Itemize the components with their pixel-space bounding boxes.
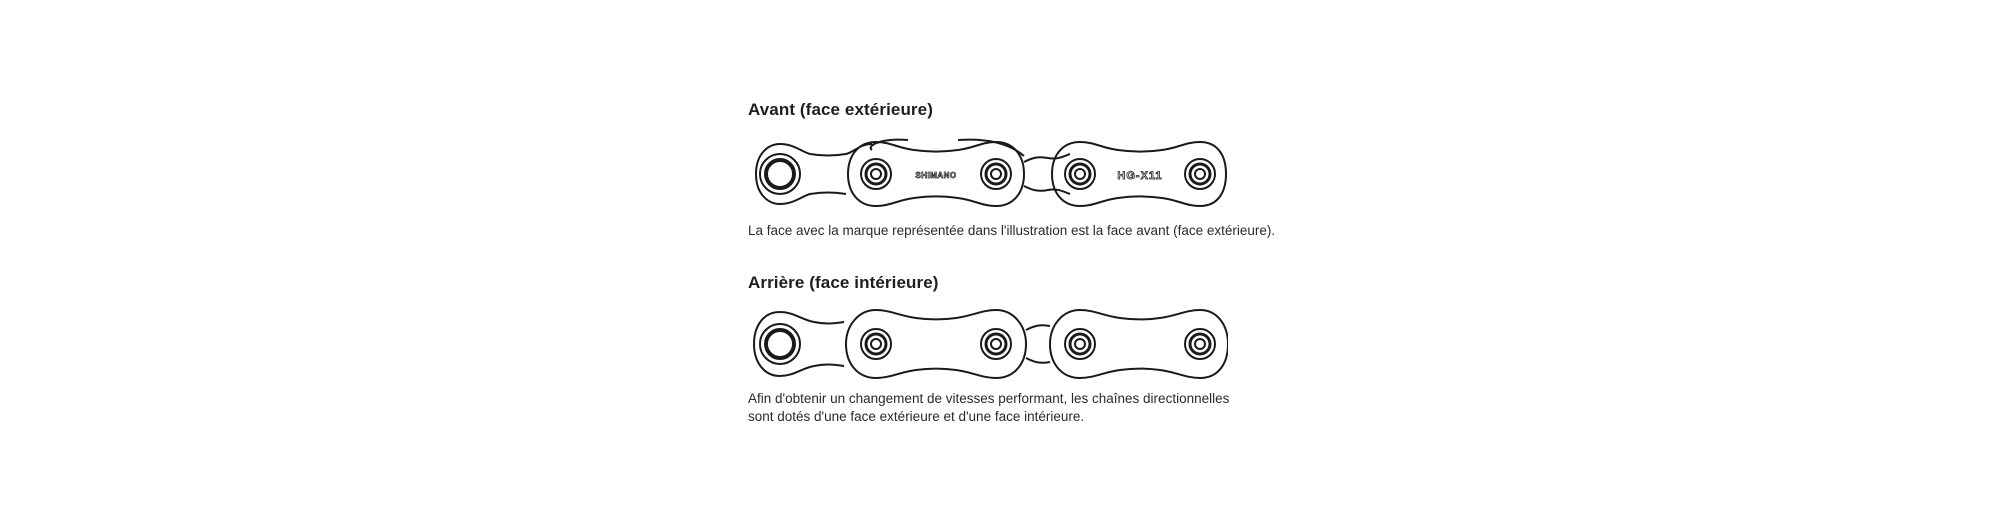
pin-2 bbox=[980, 158, 1012, 190]
back-inner-plate-1 bbox=[844, 308, 1028, 380]
end-roller-inner bbox=[764, 158, 796, 190]
back-chain-outline bbox=[752, 311, 845, 378]
back-caption-line-1: Afin d'obtenir un changement de vitesses… bbox=[748, 391, 1230, 406]
pin-4 bbox=[1184, 158, 1216, 190]
back-pin-4 bbox=[1184, 328, 1216, 360]
shimano-brand-mark: SHIMANO bbox=[915, 171, 956, 180]
back-heading: Arrière (face intérieure) bbox=[748, 273, 939, 292]
back-pin-2 bbox=[980, 328, 1012, 360]
pin-3 bbox=[1064, 158, 1096, 190]
pin-1 bbox=[860, 158, 892, 190]
back-outer-plate-mid-bottom bbox=[1025, 357, 1051, 364]
pin-group-front bbox=[759, 153, 1216, 195]
inner-plate-2 bbox=[1050, 140, 1228, 208]
front-chain-illustration: SHIMANO HG-X11 bbox=[754, 138, 1228, 208]
outer-plate-1-top bbox=[869, 138, 1025, 157]
chain-outline-top bbox=[754, 143, 781, 205]
back-inner-plate-2 bbox=[1048, 308, 1228, 380]
model-mark: HG-X11 bbox=[1117, 170, 1162, 182]
chain-outline-bottom-left bbox=[779, 191, 847, 205]
front-heading: Avant (face extérieure) bbox=[748, 100, 933, 119]
end-roller bbox=[759, 153, 801, 195]
back-outer-plate-mid-top bbox=[1025, 324, 1051, 331]
back-pin-1 bbox=[860, 328, 892, 360]
front-caption: La face avec la marque représentée dans … bbox=[748, 223, 1276, 238]
back-pin-3 bbox=[1064, 328, 1096, 360]
back-chain-illustration bbox=[752, 308, 1228, 380]
back-end-roller bbox=[759, 323, 801, 365]
inner-plate-1 bbox=[846, 140, 1026, 208]
back-caption-line-2: sont dotés d'une face extérieure et d'un… bbox=[748, 409, 1085, 424]
pin-group-back bbox=[759, 323, 1216, 365]
outer-plate bbox=[779, 143, 873, 157]
outer-plate-2-bottom bbox=[1023, 185, 1071, 195]
outer-plate-2-top bbox=[1023, 153, 1071, 163]
